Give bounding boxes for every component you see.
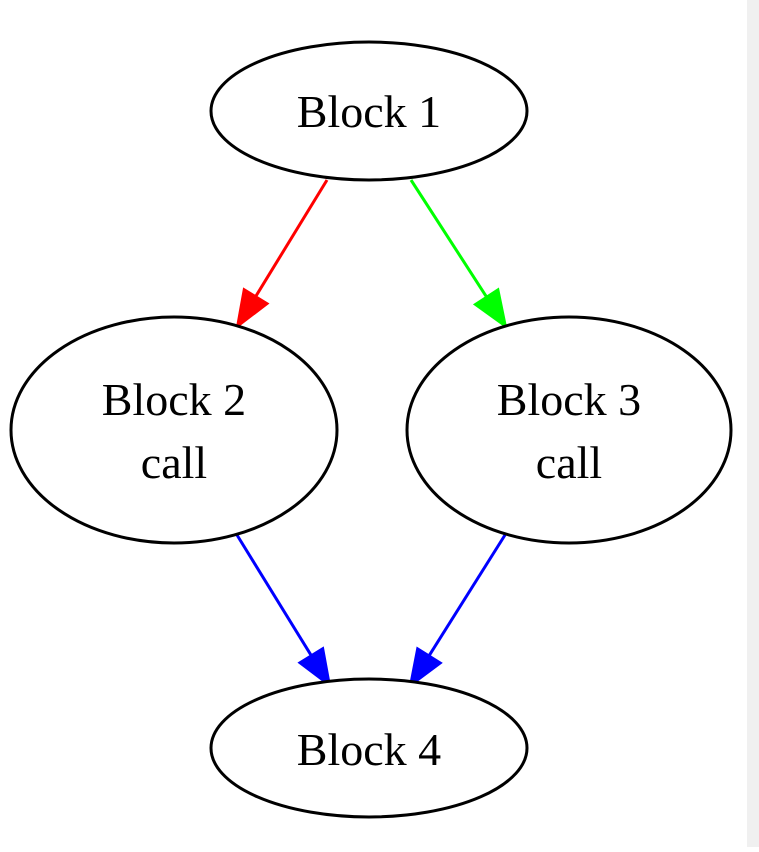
edge-b1-b3-arrowhead bbox=[472, 287, 508, 330]
node-block-3-ellipse bbox=[405, 315, 733, 545]
edge-b2-b4-arrowhead bbox=[297, 646, 332, 689]
node-block-1[interactable]: Block 1 bbox=[209, 40, 529, 182]
edges-layer bbox=[235, 179, 508, 689]
node-block-2-ellipse bbox=[9, 315, 339, 545]
node-block-2-label-line-1: Block 2 bbox=[102, 374, 246, 425]
edge-b1-b2 bbox=[235, 179, 329, 330]
node-block-2-label-line-2: call bbox=[141, 437, 207, 488]
node-block-1-ellipse bbox=[209, 40, 529, 182]
node-block-3[interactable]: Block 3 call bbox=[405, 315, 733, 545]
node-block-1-label-line-1: Block 1 bbox=[297, 86, 441, 137]
edge-b3-b4-arrowhead bbox=[408, 646, 443, 689]
edge-b3-b4-line bbox=[427, 534, 507, 657]
edge-b1-b3 bbox=[409, 179, 508, 330]
edge-b1-b3-line bbox=[409, 179, 488, 298]
edge-b1-b2-line bbox=[254, 179, 329, 298]
node-block-3-label-line-1: Block 3 bbox=[497, 374, 641, 425]
vertical-scrollbar[interactable] bbox=[747, 0, 759, 847]
edge-b3-b4 bbox=[408, 534, 507, 689]
edge-b2-b4-line bbox=[235, 534, 313, 657]
edge-b2-b4 bbox=[235, 534, 332, 689]
node-block-4-label-line-1: Block 4 bbox=[297, 724, 441, 775]
node-block-4-ellipse bbox=[209, 677, 529, 819]
edge-b1-b2-arrowhead bbox=[235, 287, 270, 330]
nodes-layer: Block 1 Block 2 call Block 3 call Block … bbox=[9, 40, 733, 819]
node-block-3-label-line-2: call bbox=[536, 437, 602, 488]
node-block-4[interactable]: Block 4 bbox=[209, 677, 529, 819]
node-block-2[interactable]: Block 2 call bbox=[9, 315, 339, 545]
